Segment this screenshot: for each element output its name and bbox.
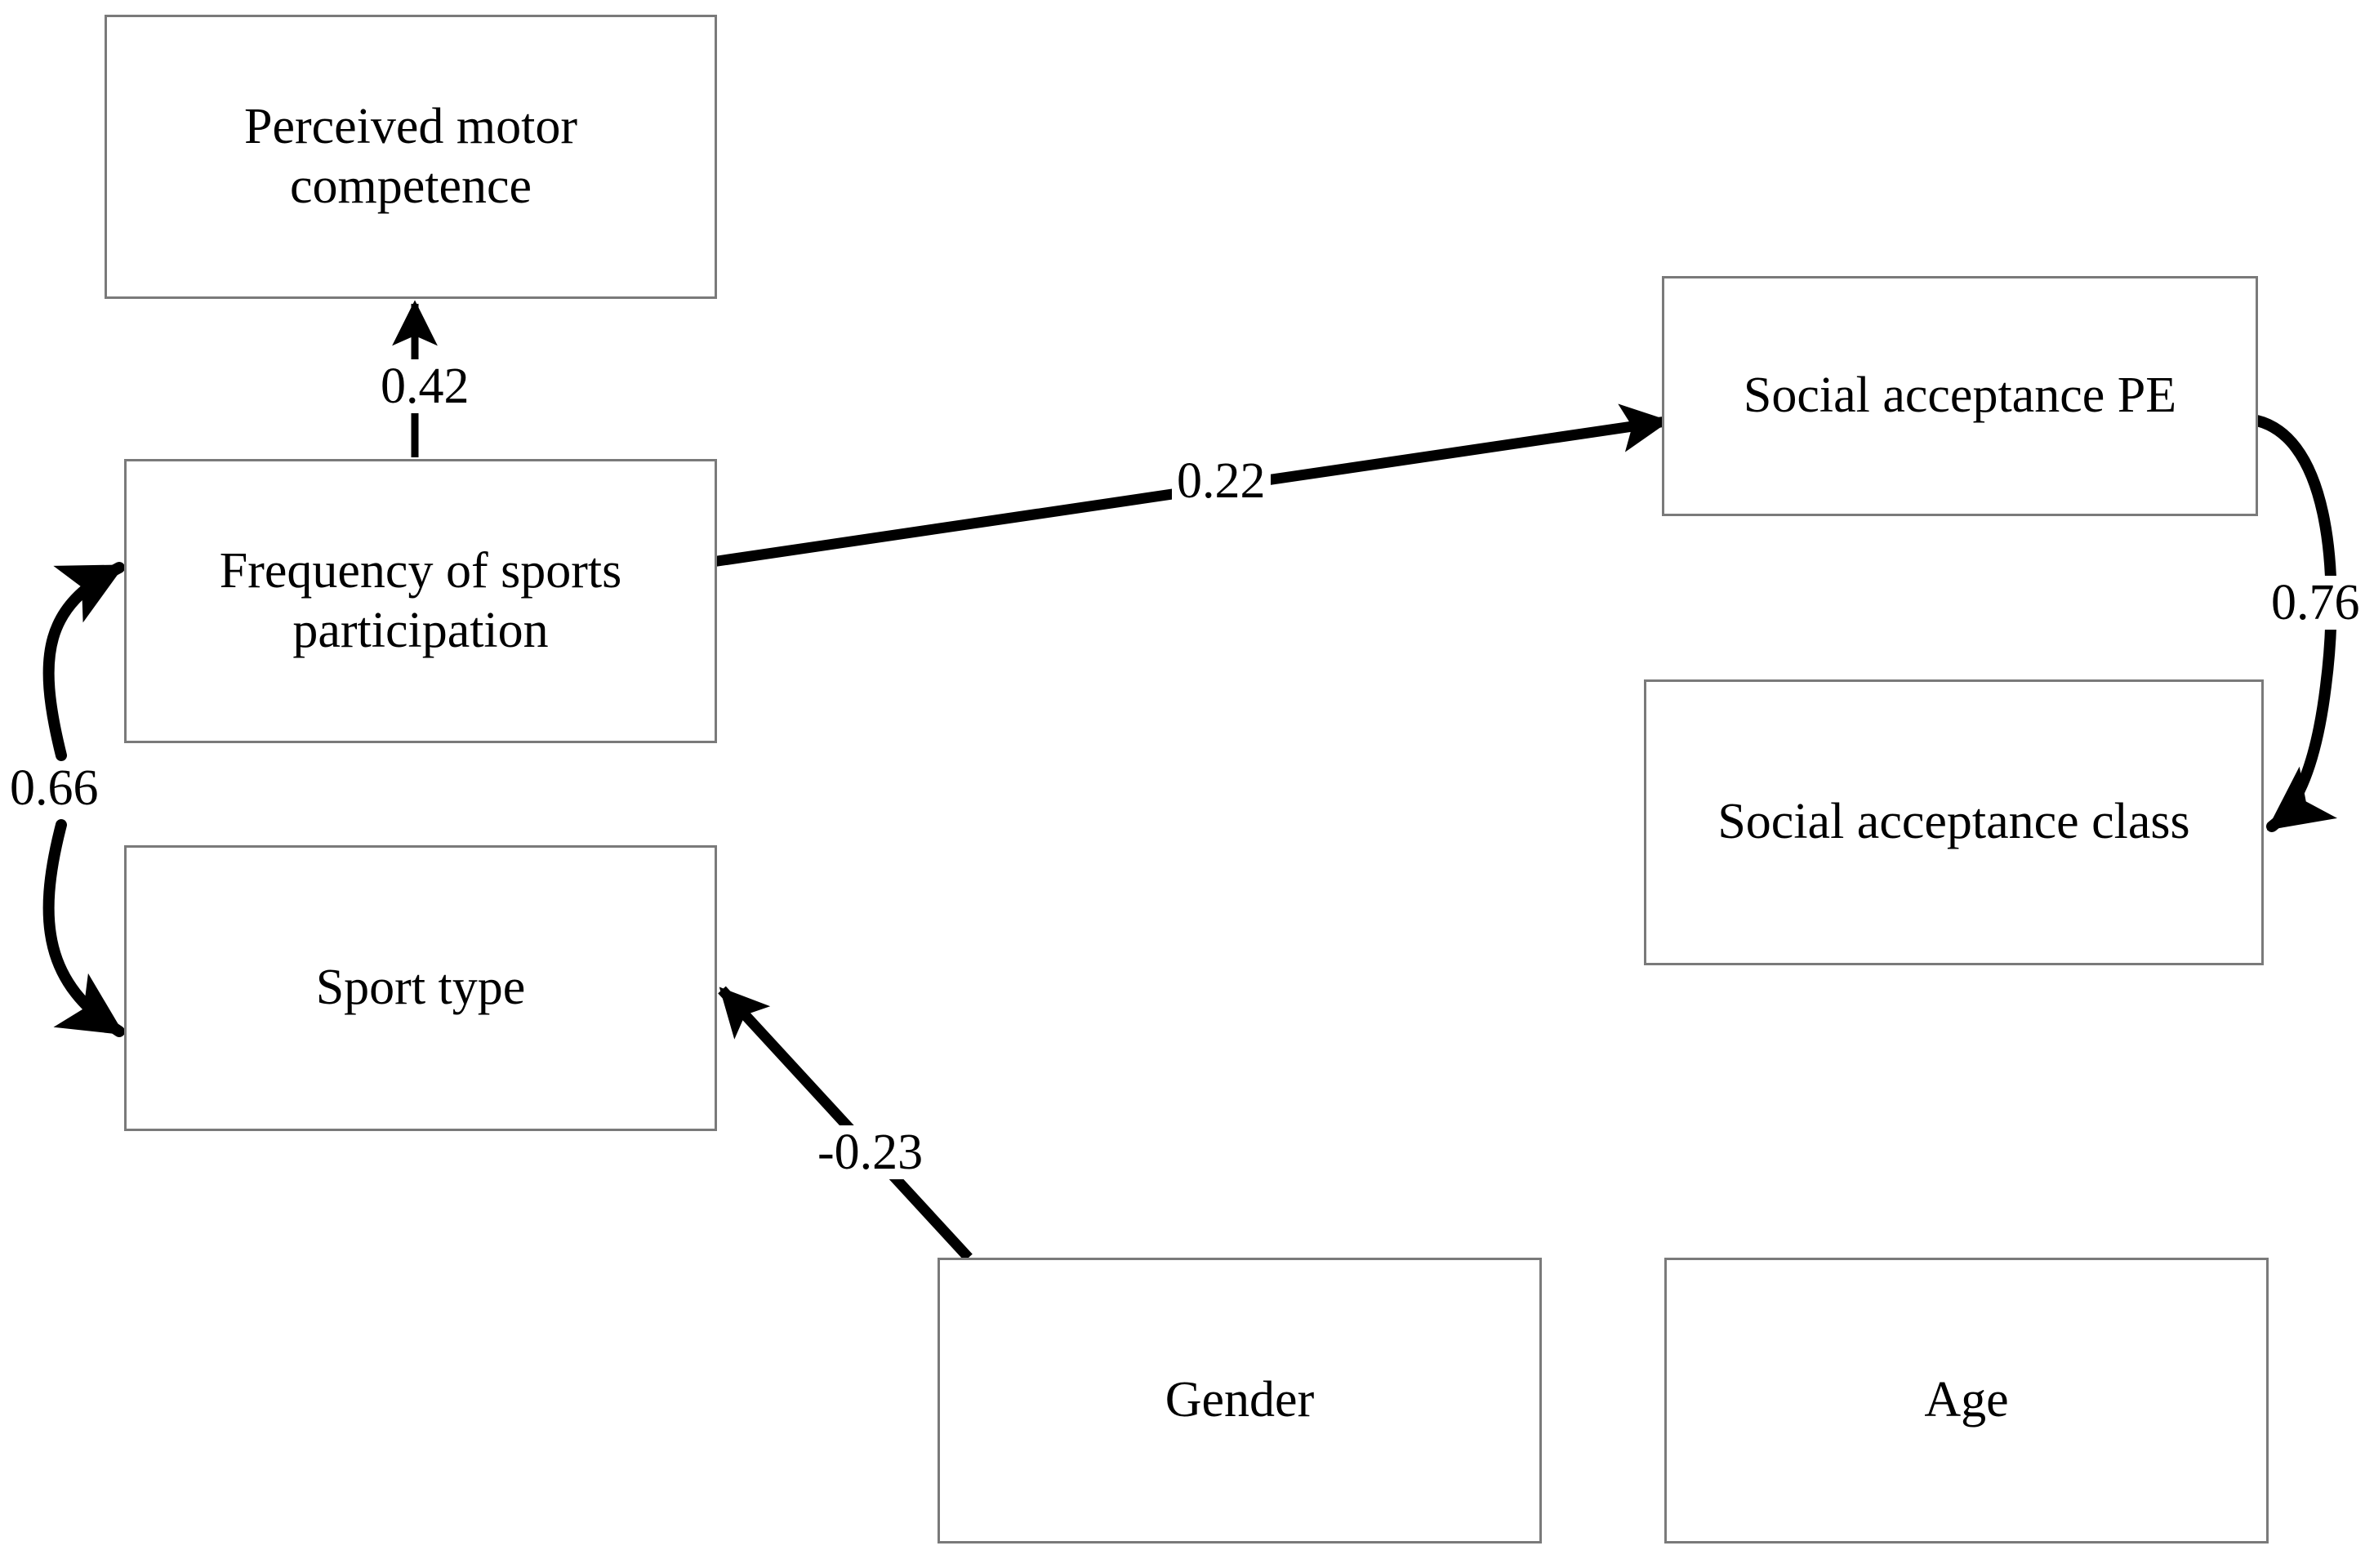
- node-social-acceptance-pe[interactable]: Social acceptance PE: [1662, 276, 2258, 516]
- edge-label-freq-sporttype-covariance: 0.66: [5, 761, 104, 815]
- node-frequency-of-sports-participation[interactable]: Frequency of sports participation: [124, 459, 717, 743]
- edge-label-freq-to-pmc: 0.42: [376, 359, 474, 413]
- node-label-social-acceptance-pe: Social acceptance PE: [1743, 368, 2177, 424]
- node-label-gender: Gender: [1165, 1372, 1315, 1428]
- node-social-acceptance-class[interactable]: Social acceptance class: [1644, 679, 2264, 965]
- edge-line-gender-to-sporttype: [718, 986, 973, 1262]
- node-label-perceived-motor-competence: Perceived motor competence: [243, 98, 578, 214]
- edge-label-social-acceptance-pe-to-class: 0.76: [2266, 576, 2365, 630]
- node-label-age: Age: [1924, 1372, 2009, 1428]
- edge-label-gender-to-sporttype: -0.23: [813, 1125, 929, 1179]
- node-sport-type[interactable]: Sport type: [124, 845, 717, 1131]
- edge-curve-freq-sporttype-covariance: [42, 819, 125, 1037]
- node-label-social-acceptance-class: Social acceptance class: [1717, 794, 2190, 850]
- edge-label-freq-to-social-acceptance-pe: 0.22: [1172, 454, 1271, 508]
- node-label-sport-type: Sport type: [315, 960, 526, 1016]
- node-age[interactable]: Age: [1664, 1258, 2269, 1544]
- edge-curve-sporttype-freq-covariance: [42, 562, 125, 761]
- node-perceived-motor-competence[interactable]: Perceived motor competence: [105, 15, 717, 299]
- node-label-frequency-of-sports-participation: Frequency of sports participation: [219, 542, 622, 658]
- edge-curve-social-acceptance-pe-to-class: [2242, 413, 2338, 832]
- node-gender[interactable]: Gender: [938, 1258, 1542, 1544]
